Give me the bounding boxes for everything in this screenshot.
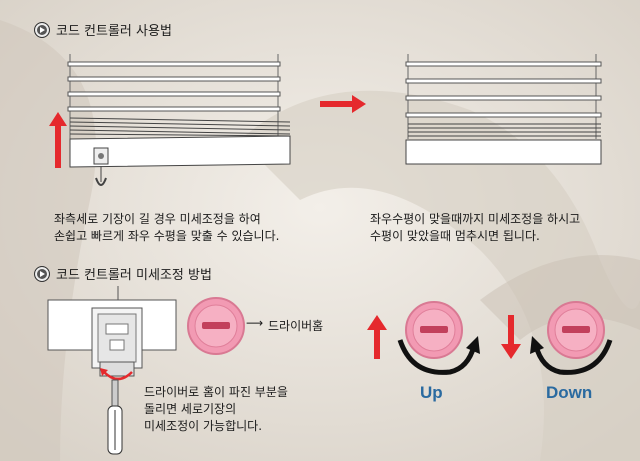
right-caption-line: 좌우수평이 맞을때까지 미세조정을 하시고 <box>370 212 581 226</box>
cord-controller-diagram <box>47 286 177 455</box>
up-arrow-icon <box>367 315 387 359</box>
knob-counterclockwise-rotation <box>530 301 613 375</box>
driver-groove-pointer-icon: ⟶ <box>246 316 264 330</box>
blind-after-adjustment <box>405 54 602 165</box>
right-arrow-icon <box>320 95 366 113</box>
up-arrow-left-blind-icon <box>49 112 67 168</box>
driver-groove-knob <box>187 297 245 355</box>
down-label: Down <box>546 383 593 402</box>
section1-heading: 코드 컨트롤러 사용법 <box>34 20 172 39</box>
right-caption-line: 수평이 맞았을때 멈추시면 됩니다. <box>370 229 540 243</box>
down-arrow-icon <box>501 315 521 359</box>
up-label: Up <box>420 383 443 402</box>
section1-heading-text: 코드 컨트롤러 사용법 <box>56 24 172 39</box>
left-caption-line: 좌측세로 기장이 길 경우 미세조정을 하여 <box>54 212 261 226</box>
instruction-text: 드라이버로 홈이 파진 부분을 돌리면 세로기장의 미세조정이 가능합니다. <box>144 384 288 435</box>
blind-before-adjustment <box>67 54 291 186</box>
knob-clockwise-rotation <box>397 301 480 375</box>
left-caption-line: 손쉽고 빠르게 좌우 수평을 맞출 수 있습니다. <box>54 229 280 243</box>
left-caption: 좌측세로 기장이 길 경우 미세조정을 하여 손쉽고 빠르게 좌우 수평을 맞출… <box>54 211 279 245</box>
instruction-line: 미세조정이 가능합니다. <box>144 419 263 433</box>
section2-heading-text: 코드 컨트롤러 미세조정 방법 <box>56 268 212 283</box>
instruction-line: 드라이버로 홈이 파진 부분을 <box>144 385 288 399</box>
instruction-line: 돌리면 세로기장의 <box>144 402 237 416</box>
right-caption: 좌우수평이 맞을때까지 미세조정을 하시고 수평이 맞았을때 멈추시면 됩니다. <box>370 211 580 245</box>
play-bullet-icon <box>34 21 50 38</box>
section2-heading: 코드 컨트롤러 미세조정 방법 <box>34 264 212 283</box>
play-bullet-icon <box>34 265 50 282</box>
driver-groove-label: 드라이버홈 <box>268 319 324 333</box>
